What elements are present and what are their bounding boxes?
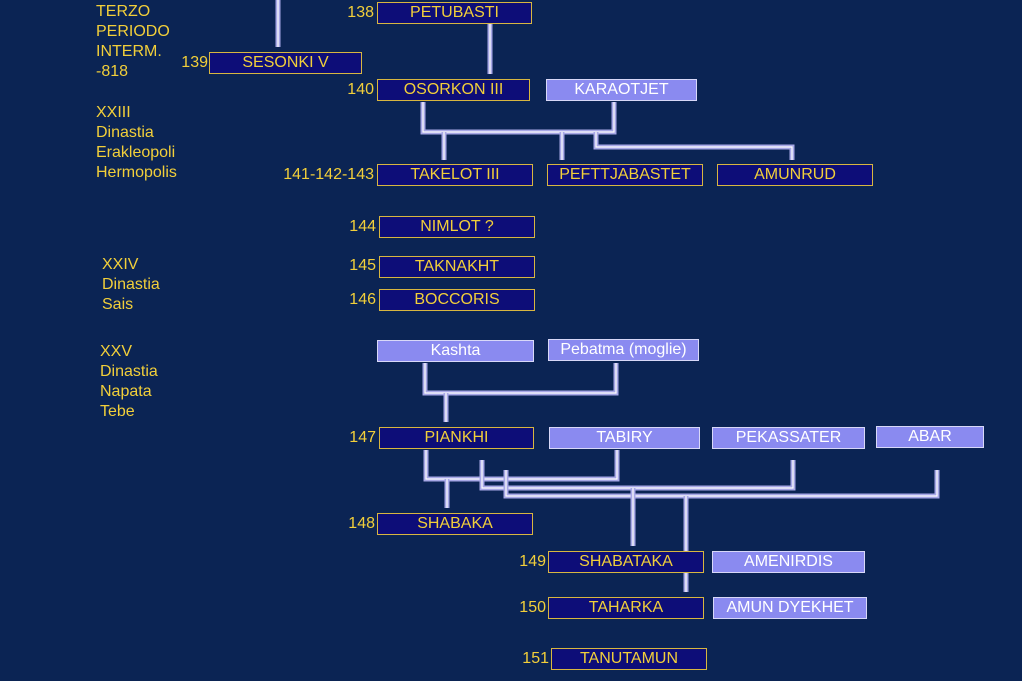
ruler-number-147: 147 <box>349 429 376 446</box>
period-label-xxv-dinastia: XXV Dinastia Napata Tebe <box>100 343 158 420</box>
relative-box-amenirdis: AMENIRDIS <box>712 551 865 573</box>
ruler-box-nimlot: NIMLOT ? <box>379 216 535 238</box>
period-label-xxiv-dinastia: XXIV Dinastia Sais <box>102 256 160 313</box>
ruler-box-sesonki-v: SESONKI V <box>209 52 362 74</box>
ruler-box-boccoris: BOCCORIS <box>379 289 535 311</box>
ruler-number-146: 146 <box>349 291 376 308</box>
connector-piankhi-tabiry-marriage <box>423 450 620 482</box>
period-label-terzo-periodo: TERZO PERIODO INTERM. -818 <box>96 3 170 80</box>
ruler-number-145: 145 <box>349 257 376 274</box>
ruler-box-pefttjabastet: PEFTTJABASTET <box>547 164 703 186</box>
connector-piankhi-abar-marriage <box>503 470 940 499</box>
ruler-box-takelot-iii: TAKELOT III <box>377 164 533 186</box>
ruler-box-tanutamun: TANUTAMUN <box>551 648 707 670</box>
relative-box-kashta: Kashta <box>377 340 534 362</box>
ruler-number-151: 151 <box>522 650 549 667</box>
ruler-box-osorkon-iii: OSORKON III <box>377 79 530 101</box>
ruler-number-138: 138 <box>347 4 374 21</box>
ruler-number-140: 140 <box>347 81 374 98</box>
ruler-number-150: 150 <box>519 599 546 616</box>
ruler-box-shabataka: SHABATAKA <box>548 551 704 573</box>
period-label-xxiii-dinastia: XXIII Dinastia Erakleopoli Hermopolis <box>96 104 177 181</box>
ruler-box-shabaka: SHABAKA <box>377 513 533 535</box>
relative-box-amun-dyekhet: AMUN DYEKHET <box>713 597 867 619</box>
relative-box-pekassater: PEKASSATER <box>712 427 865 449</box>
connector-kashta-pebatma-marriage <box>422 363 619 396</box>
ruler-number-141-142-143: 141-142-143 <box>283 166 374 183</box>
ruler-box-amunrud: AMUNRUD <box>717 164 873 186</box>
connector-piankhi-pekassater-marriage <box>479 460 796 491</box>
ruler-number-148: 148 <box>348 515 375 532</box>
ruler-box-taharka: TAHARKA <box>548 597 704 619</box>
ruler-number-144: 144 <box>349 218 376 235</box>
ruler-box-petubasti: PETUBASTI <box>377 2 532 24</box>
relative-box-abar: ABAR <box>876 426 984 448</box>
relative-box-karaotjet: KARAOTJET <box>546 79 697 101</box>
ruler-number-149: 149 <box>519 553 546 570</box>
connector-to-amunrud <box>593 132 795 160</box>
ruler-number-139: 139 <box>181 54 208 71</box>
ruler-box-taknakht: TAKNAKHT <box>379 256 535 278</box>
relative-box-tabiry: TABIRY <box>549 427 700 449</box>
connector-osorkon-karaotjet-marriage <box>420 102 617 135</box>
relative-box-pebatma: Pebatma (moglie) <box>548 339 699 361</box>
ruler-box-piankhi: PIANKHI <box>379 427 534 449</box>
